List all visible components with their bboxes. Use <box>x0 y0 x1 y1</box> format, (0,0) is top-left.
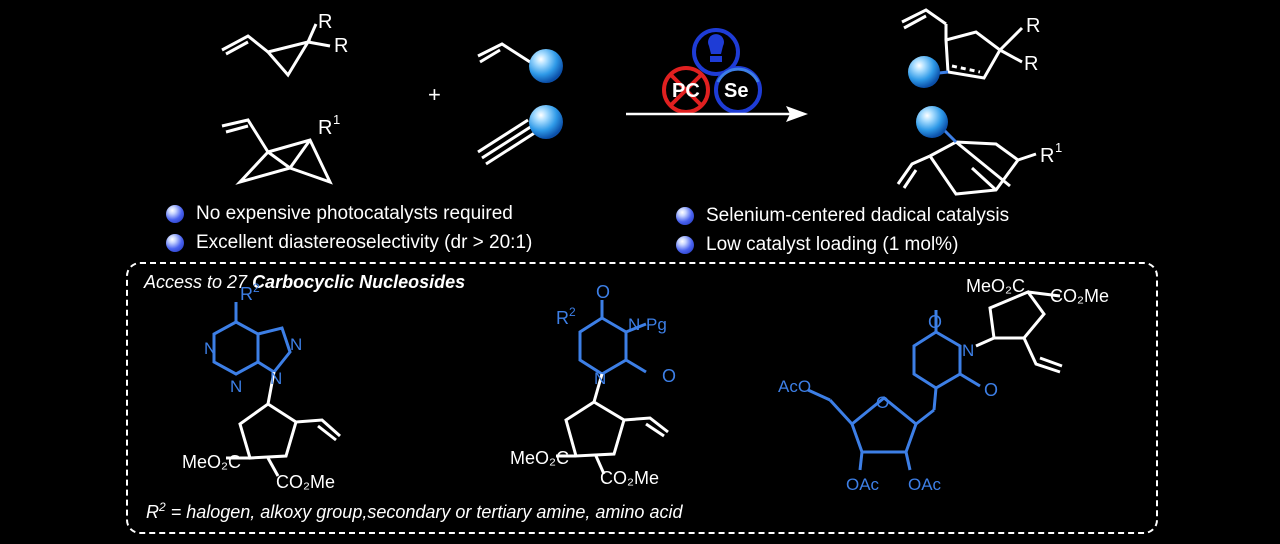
reactant-r1: R <box>318 117 332 139</box>
reaction-arrow <box>626 106 808 122</box>
product-r1-sup: 1 <box>1055 140 1062 155</box>
product-r-top: R <box>1026 15 1040 37</box>
reaction-svg: R R R 1 + <box>221 8 1062 196</box>
product-ball-1 <box>908 56 940 88</box>
alkyne-substrate <box>477 118 537 166</box>
reactant-r-top: R <box>318 11 332 33</box>
product-cyclopentene <box>901 8 1024 80</box>
footer-rest: = halogen, alkoxy group,secondary or ter… <box>165 502 683 522</box>
feature-right-2: Low catalyst loading (1 mol%) <box>676 234 958 256</box>
product-r1: R <box>1040 145 1054 167</box>
feature-left-1: No expensive photocatalysts required <box>166 203 513 225</box>
box-heading-bold: Carbocyclic Nucleosides <box>252 272 466 292</box>
catalyst-icons <box>662 28 762 114</box>
vinylbicyclobutane <box>221 118 333 185</box>
feature-right-1-text: Selenium-centered dadical catalysis <box>706 205 1010 226</box>
feature-left-1-text: No expensive photocatalysts required <box>196 203 513 224</box>
vinyl-substrate <box>477 42 531 64</box>
product-bicycle <box>896 128 1037 196</box>
substrate-ball-1 <box>529 49 563 83</box>
box-footer: R2 = halogen, alkoxy group,secondary or … <box>146 500 682 523</box>
reactant-r1-sup: 1 <box>333 112 340 127</box>
feature-left-2-text: Excellent diastereoselectivity (dr > 20:… <box>196 232 533 253</box>
footer-r: R <box>146 502 159 522</box>
feature-right-1: Selenium-centered dadical catalysis <box>676 205 1009 227</box>
scope-box <box>126 262 1158 534</box>
se-label: Se <box>724 80 748 102</box>
footer-sup: 2 <box>159 500 166 514</box>
bullet-icon <box>166 205 184 223</box>
plus-sign: + <box>428 82 441 107</box>
box-heading: Access to 27 Carbocyclic Nucleosides <box>144 272 465 293</box>
box-heading-prefix: Access to 27 <box>144 272 253 292</box>
product-r-bottom: R <box>1024 53 1038 75</box>
bullet-icon <box>676 236 694 254</box>
product-ball-2 <box>916 106 948 138</box>
pc-label: PC <box>672 80 700 102</box>
feature-left-2: Excellent diastereoselectivity (dr > 20:… <box>166 232 532 254</box>
feature-right-2-text: Low catalyst loading (1 mol%) <box>706 234 959 255</box>
vinylcyclopropane <box>221 34 312 78</box>
bullet-icon <box>676 207 694 225</box>
bullet-icon <box>166 234 184 252</box>
substrate-ball-2 <box>529 105 563 139</box>
reactant-r-bottom: R <box>334 35 348 57</box>
